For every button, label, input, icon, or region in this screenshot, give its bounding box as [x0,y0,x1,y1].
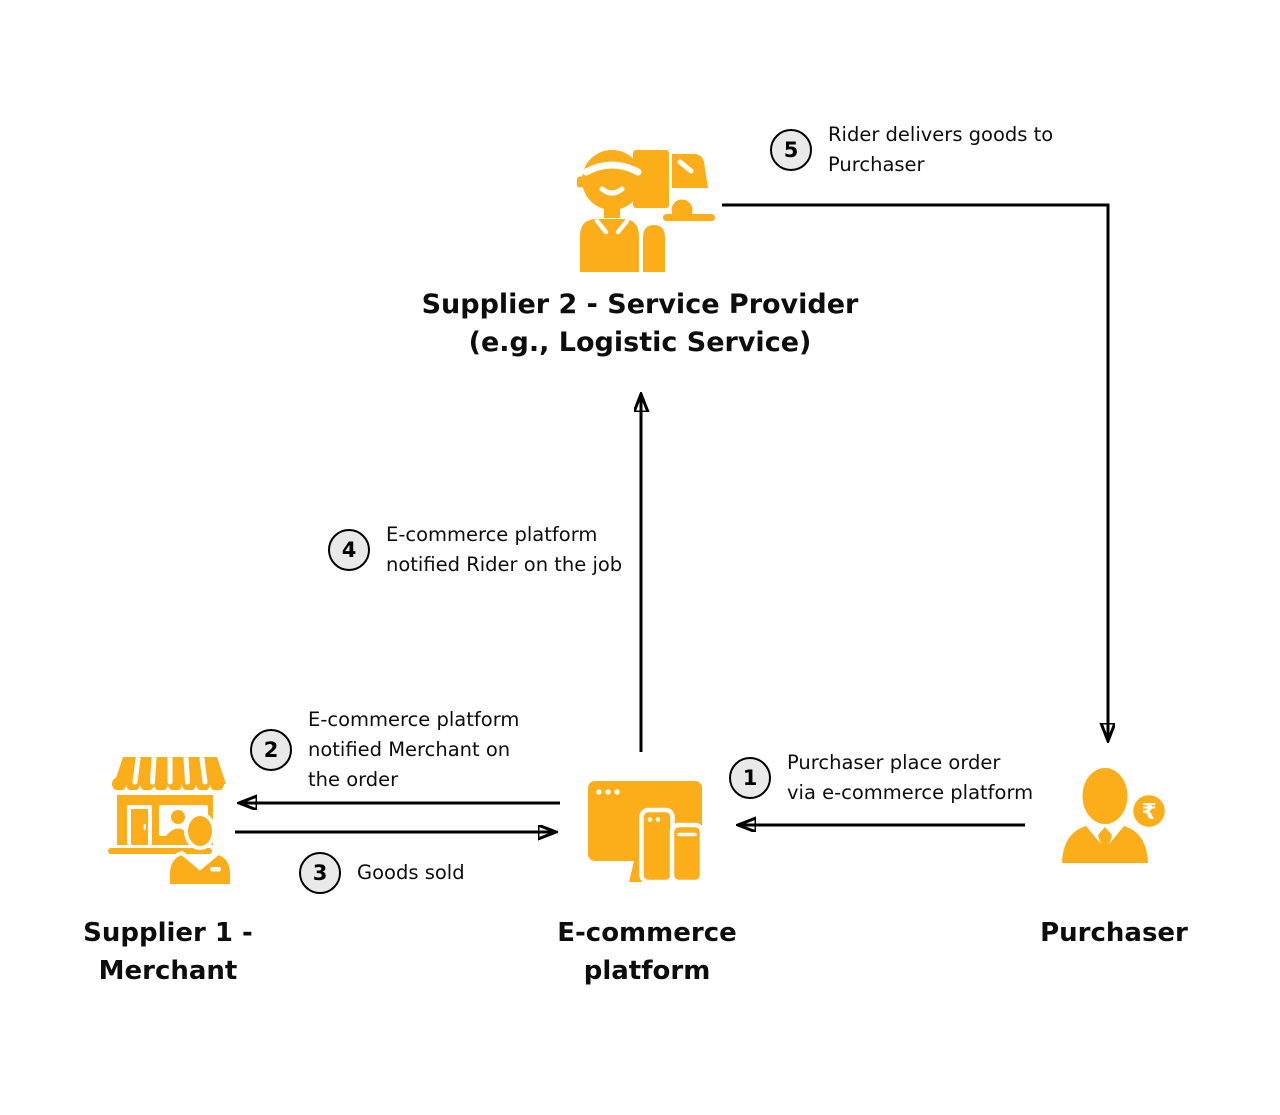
step-1-number-badge: 1 [729,757,771,799]
rupee-symbol: ₹ [1141,800,1156,825]
step-3-number-badge: 3 [299,852,341,894]
purchaser-label-line1: Purchaser [1040,918,1188,948]
ecommerce-devices-icon [588,781,704,884]
supplier1-label-line2: Merchant [98,956,238,986]
businessman-rupee-icon: ₹ [1062,768,1168,863]
supplier2-label-line1: Supplier 2 - Service Provider [421,289,859,320]
step-2-number-badge: 2 [250,729,292,771]
step-3-text: Goods sold [357,861,465,884]
ecommerce-platform-label: E-commerce platform [542,914,752,990]
step-5-number-badge: 5 [770,129,812,171]
delivery-rider-truck-icon [577,150,715,272]
step-5: 5 Rider delivers goods to Purchaser [770,120,1053,180]
step-5-text: Rider delivers goods to Purchaser [828,123,1054,176]
step-1-text: Purchaser place order via e-commerce pla… [787,751,1034,804]
ecommerce-platform-label-line1: E-commerce [557,918,737,948]
supplier2-label: Supplier 2 - Service Provider (e.g., Log… [340,286,940,362]
step-2: 2 E-commerce platform notified Merchant … [250,705,519,795]
storefront-merchant-icon [107,757,233,886]
supplier1-label: Supplier 1 - Merchant [48,914,288,990]
step-3: 3 Goods sold [299,852,465,894]
step-2-text: E-commerce platform notified Merchant on… [308,708,520,791]
ecommerce-platform-label-line2: platform [583,956,711,986]
purchaser-label: Purchaser [1014,914,1214,952]
supplier2-label-line2: (e.g., Logistic Service) [468,327,812,358]
arrow-step5-rider-to-purchaser [722,203,1108,739]
step-4: 4 E-commerce platform notified Rider on … [328,520,622,580]
step-4-text: E-commerce platform notified Rider on th… [386,523,623,576]
step-1: 1 Purchaser place order via e-commerce p… [729,748,1033,808]
step-4-number-badge: 4 [328,529,370,571]
supplier1-label-line1: Supplier 1 - [83,918,253,948]
